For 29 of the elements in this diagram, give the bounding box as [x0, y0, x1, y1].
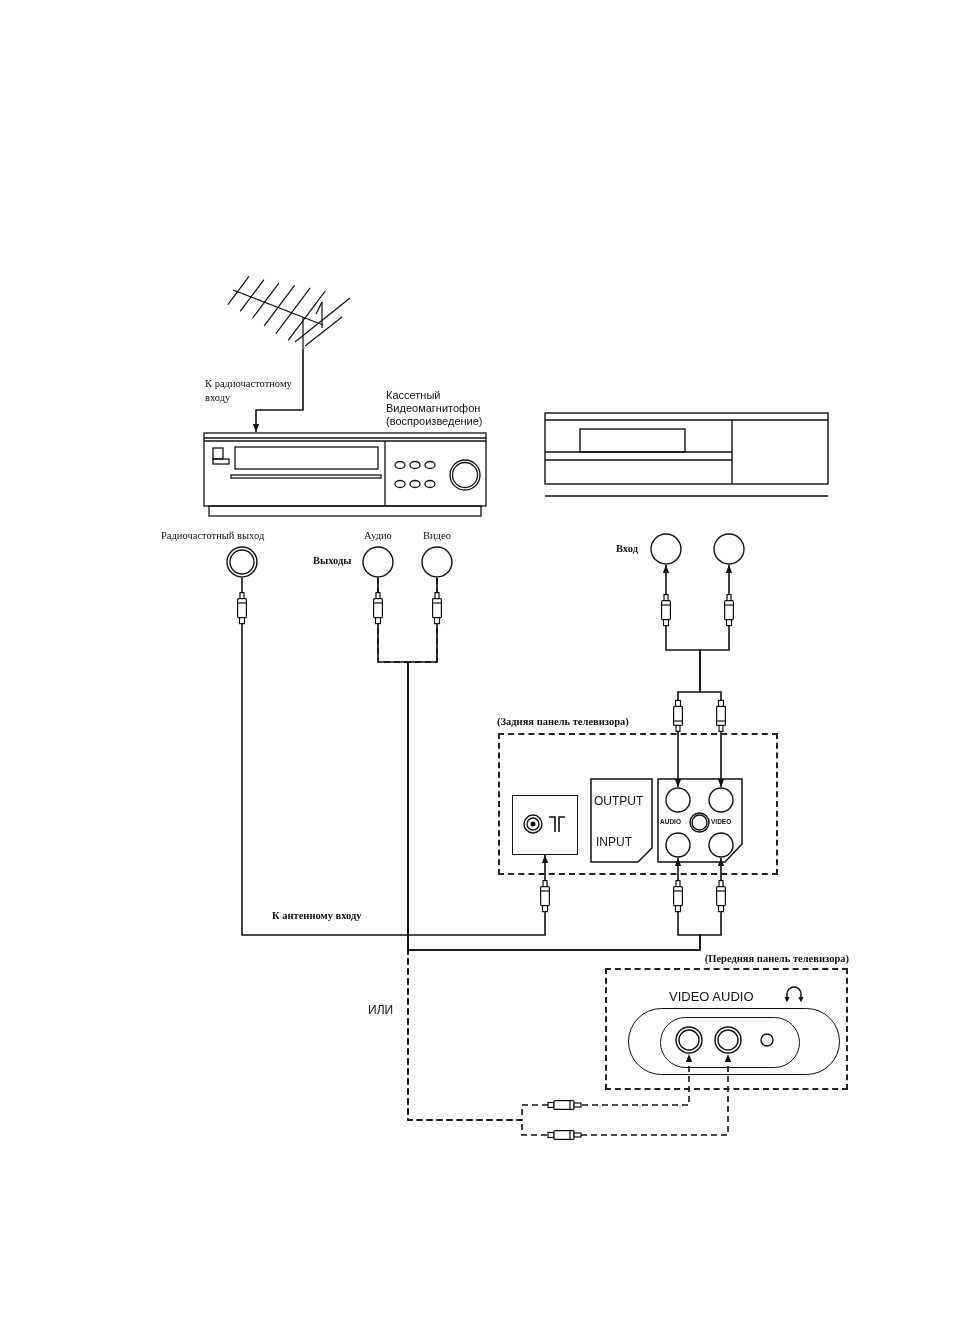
cable — [252, 348, 304, 433]
cable — [699, 564, 733, 788]
jack-socket — [708, 787, 734, 813]
panel-heading: (Задняя панель телевизора) — [497, 716, 629, 729]
jack-socket — [650, 533, 682, 565]
group-label: Вход — [616, 543, 638, 556]
panel-heading: (Передняя панель телевизора) — [704, 953, 849, 966]
jack-socket — [665, 832, 691, 858]
group-label: Выходы — [313, 555, 352, 568]
edge-label: К антенному входу — [272, 910, 362, 923]
cable — [662, 564, 701, 788]
jack-label: Радиочастотный выход — [161, 530, 265, 543]
cable — [407, 577, 693, 1121]
jack-socket — [675, 1026, 703, 1054]
note-label: ИЛИ — [368, 1003, 394, 1018]
device-drawing — [544, 411, 830, 499]
panel-label: OUTPUT — [594, 794, 644, 809]
cable — [377, 577, 732, 1136]
jack-label: VIDEO AUDIO — [669, 989, 754, 1005]
jack-socket — [714, 1026, 742, 1054]
socket-panel — [512, 795, 578, 855]
device-label: Кассетный Видеомагнитофон (воспроизведение) — [386, 389, 484, 428]
jack-socket — [665, 787, 691, 813]
panel-label: INPUT — [596, 835, 632, 850]
jack-label: Видео — [423, 530, 451, 543]
cable — [241, 577, 549, 936]
jack-label: Аудио — [364, 530, 392, 543]
jack-socket — [708, 832, 734, 858]
jack-socket — [713, 533, 745, 565]
